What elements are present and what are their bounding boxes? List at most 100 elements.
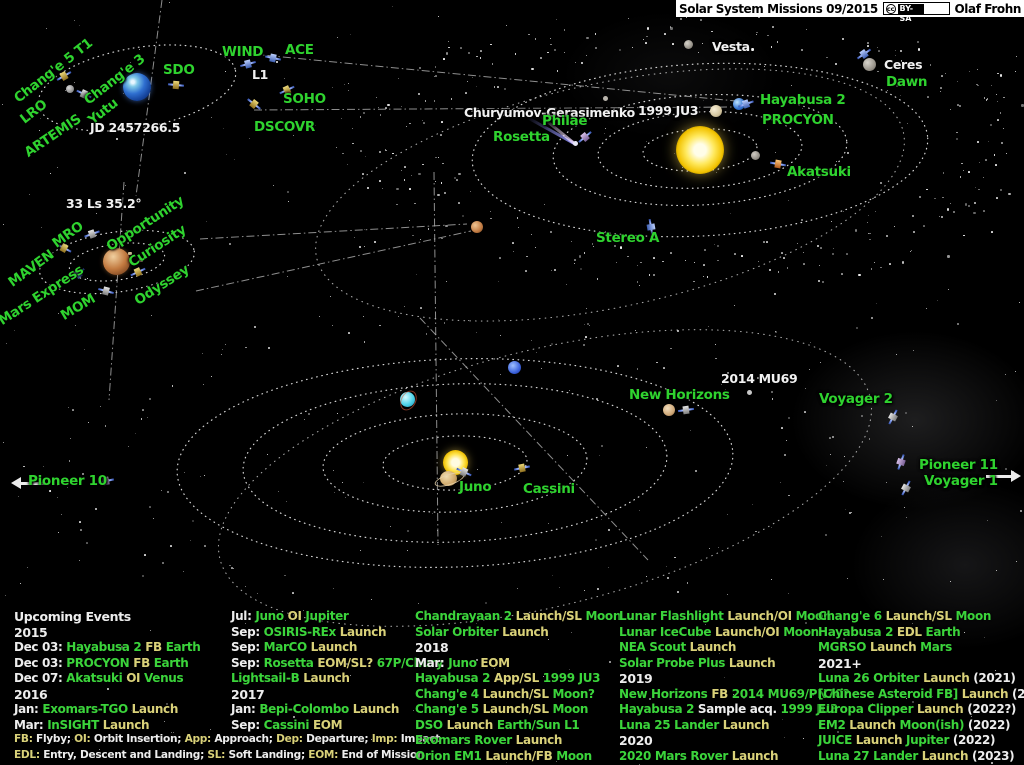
star	[370, 738, 372, 740]
star	[149, 630, 151, 632]
star	[662, 260, 664, 263]
star	[766, 241, 768, 243]
star	[107, 688, 110, 691]
license-label: BY-SA	[897, 3, 924, 23]
star	[619, 247, 622, 250]
star	[501, 522, 503, 524]
star	[203, 545, 206, 548]
star	[1015, 55, 1017, 57]
star	[995, 164, 997, 166]
star	[468, 51, 471, 54]
star	[811, 694, 814, 697]
label-new-horizons: New Horizons	[629, 387, 730, 403]
star	[694, 469, 697, 472]
star	[435, 75, 437, 77]
star	[788, 494, 790, 497]
star	[350, 33, 352, 35]
star	[866, 221, 868, 223]
star	[363, 481, 365, 483]
star	[973, 211, 976, 214]
star	[642, 38, 644, 40]
star	[458, 202, 460, 204]
star	[764, 66, 766, 68]
event-year-header: 2015	[14, 624, 48, 640]
event-line: Luna 27 Lander Launch (2023)	[818, 748, 1015, 763]
star	[28, 109, 30, 111]
star	[773, 292, 776, 295]
star	[615, 261, 617, 263]
star	[993, 154, 996, 156]
star	[18, 314, 20, 316]
star	[202, 383, 205, 386]
star	[877, 70, 879, 73]
star	[87, 649, 90, 652]
star	[528, 33, 530, 36]
event-line: Lunar IceCube Launch/OI Moon	[619, 624, 819, 639]
star	[882, 579, 884, 581]
event-line: Mar: Juno EOM	[415, 655, 510, 670]
star	[74, 81, 76, 83]
star	[875, 211, 877, 213]
star	[996, 569, 998, 571]
star	[57, 312, 59, 314]
neptune-planet	[508, 361, 521, 374]
star	[403, 179, 406, 181]
star	[646, 35, 648, 38]
event-line: [Chinese Asteroid FB] Launch (2022)	[818, 686, 1024, 701]
star	[1003, 96, 1005, 98]
star	[638, 510, 640, 512]
star	[479, 57, 482, 59]
star	[718, 653, 720, 655]
star	[517, 226, 520, 229]
star	[498, 281, 500, 283]
star	[843, 455, 845, 457]
star	[771, 579, 773, 581]
event-line: Hayabusa 2 Sample acq. 1999 JU3	[619, 702, 838, 716]
star	[775, 151, 777, 153]
star	[64, 89, 66, 91]
star	[381, 187, 384, 190]
star	[755, 530, 757, 533]
star	[809, 368, 811, 370]
star	[435, 156, 437, 159]
label-l1: L1	[252, 67, 269, 82]
star	[941, 216, 944, 219]
star	[497, 319, 499, 321]
star	[499, 257, 501, 259]
star	[842, 480, 845, 483]
star	[686, 582, 689, 584]
label-churyumov-gerasimenko: Churyumov-Gerasimenko	[464, 105, 635, 120]
event-line: EDL: Entry, Descent and Landing; SL: Sof…	[14, 748, 425, 761]
star	[408, 219, 411, 222]
star	[448, 46, 450, 49]
star	[555, 760, 557, 762]
star	[804, 411, 806, 413]
star	[256, 592, 259, 595]
star	[656, 361, 658, 364]
event-line: Sep: Cassini EOM	[231, 717, 343, 732]
star	[308, 412, 311, 415]
event-line: Dec 07: Akatsuki OI Venus	[14, 671, 184, 685]
star	[944, 72, 947, 75]
star	[635, 329, 637, 331]
mars-planet-small	[471, 221, 483, 233]
star	[98, 749, 100, 751]
star	[493, 667, 495, 669]
star	[878, 50, 880, 52]
event-line: Jan: Exomars-TGO Launch	[14, 702, 179, 716]
star	[210, 728, 212, 730]
label-jd: JD 2457266.5	[90, 120, 181, 135]
label-rosetta: Rosetta	[493, 129, 550, 145]
star	[968, 70, 971, 73]
star	[733, 693, 735, 695]
star	[855, 229, 858, 232]
star	[703, 264, 705, 266]
mercury-planet	[751, 151, 760, 160]
star	[776, 41, 779, 43]
event-line: EM2 Launch Moon(ish) (2022)	[818, 717, 1011, 732]
star	[663, 367, 665, 369]
event-year-header: 2017	[231, 686, 265, 702]
star	[949, 203, 951, 205]
star	[969, 740, 971, 742]
